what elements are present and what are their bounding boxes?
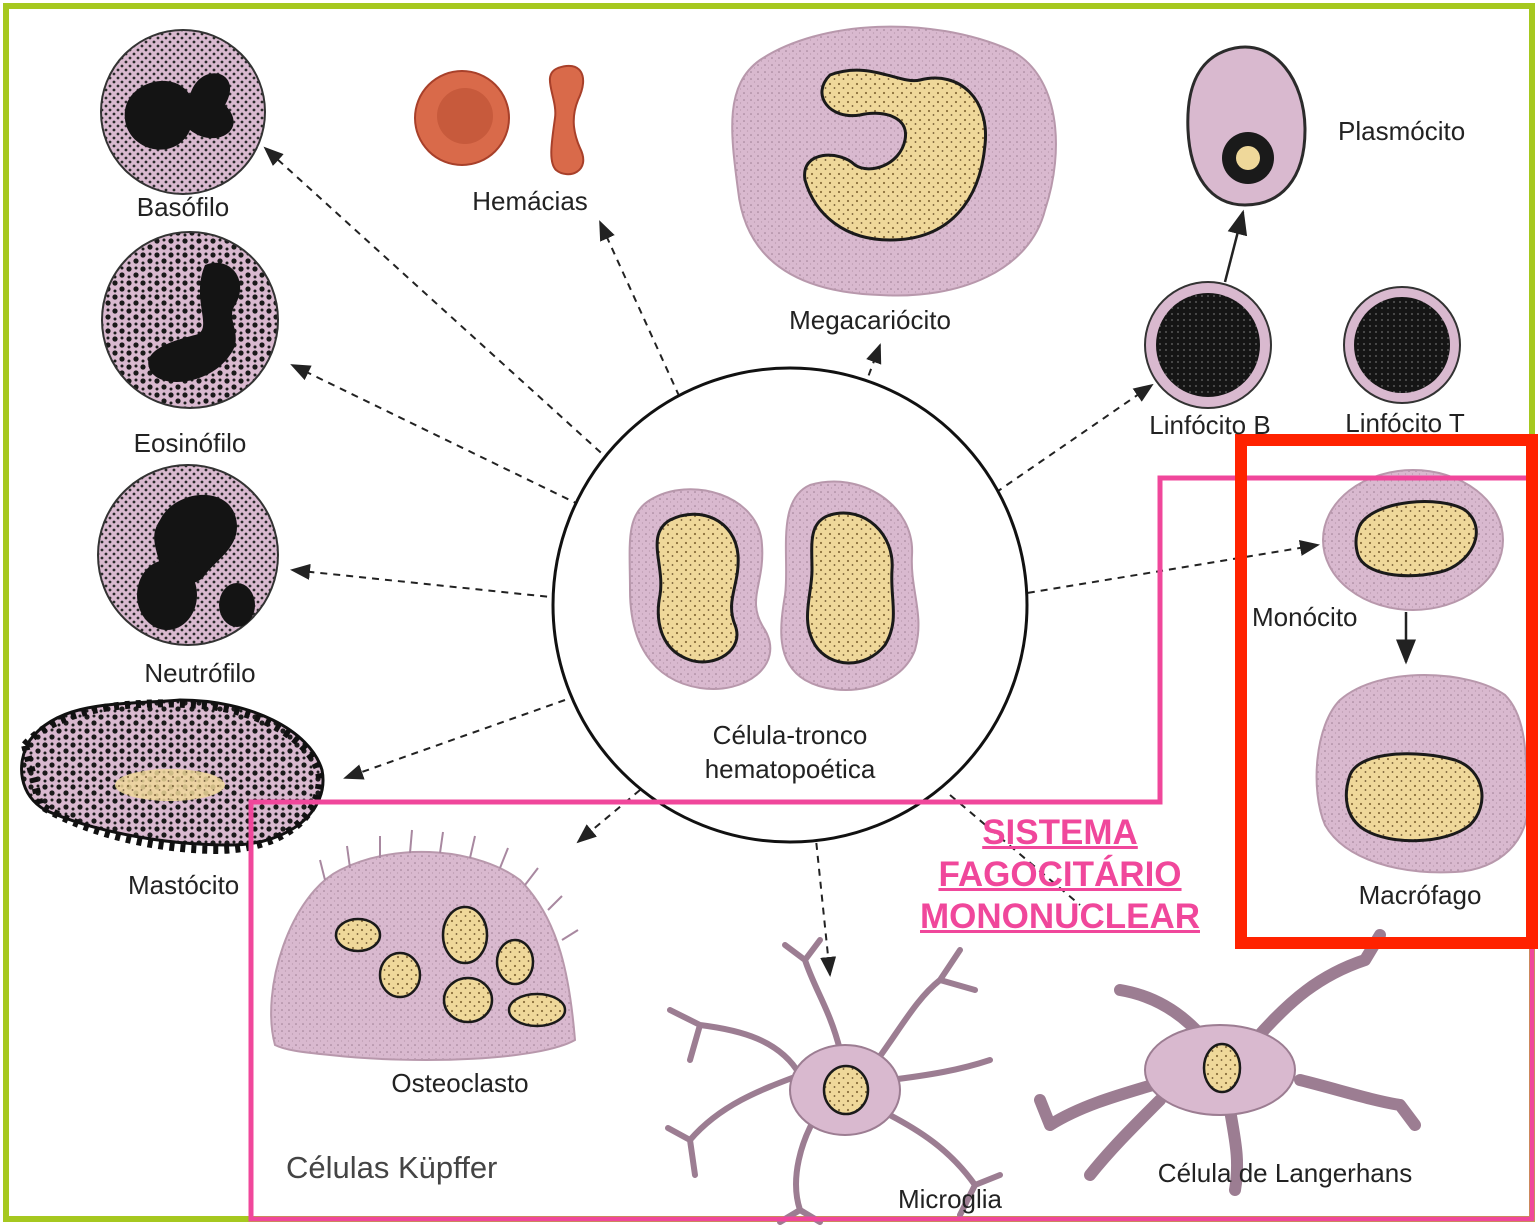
label-monocito: Monócito (1252, 602, 1358, 633)
sfm-title-line1: SISTEMA (920, 812, 1200, 854)
microglia-cell (668, 940, 1000, 1222)
label-linfocito-t: Linfócito T (1345, 408, 1464, 439)
linfocito-t-cell (1344, 287, 1460, 403)
sfm-title: SISTEMA FAGOCITÁRIO MONONUCLEAR (920, 812, 1200, 938)
label-langerhans: Célula de Langerhans (1158, 1158, 1412, 1189)
label-microglia: Microglia (898, 1184, 1002, 1215)
label-linfocito-b: Linfócito B (1149, 410, 1270, 441)
linfocito-b-cell (1145, 282, 1271, 408)
arrow-to-osteoclasto (578, 790, 640, 842)
arrow-to-mastocito (345, 700, 565, 778)
label-hemacias: Hemácias (472, 186, 588, 217)
arrow-to-hemacias (600, 222, 690, 420)
label-plasmocito: Plasmócito (1338, 116, 1465, 147)
macrofago-cell (1317, 675, 1529, 872)
basofilo-cell (101, 30, 265, 194)
label-stem-cell: Célula-tronco hematopoética (705, 718, 876, 786)
stem-cell-line1: Célula-tronco (705, 718, 876, 752)
osteoclasto-cell (271, 830, 578, 1060)
label-megacariocito: Megacariócito (789, 305, 951, 336)
eosinofilo-cell (102, 232, 278, 408)
mastocito-cell (22, 700, 323, 850)
plasmocito-cell (1188, 47, 1305, 205)
megacariocito-cell (732, 27, 1056, 296)
langerhans-cell (1040, 935, 1415, 1190)
label-macrofago: Macrófago (1359, 880, 1482, 911)
label-osteoclasto: Osteoclasto (391, 1068, 528, 1099)
monocito-cell (1323, 470, 1503, 610)
arrow-to-neutrofilo (292, 570, 560, 598)
arrow-to-eosinofilo (292, 365, 580, 505)
hemacias-cells (415, 66, 583, 174)
label-kupffer: Células Küpffer (286, 1150, 497, 1186)
label-mastocito: Mastócito (128, 870, 239, 901)
sfm-title-line2: FAGOCITÁRIO (920, 854, 1200, 896)
label-neutrofilo: Neutrófilo (144, 658, 255, 689)
arrow-to-linfocito-b (985, 385, 1152, 500)
arrow-b-to-plasmocito (1225, 212, 1243, 282)
stem-cell-line2: hematopoética (705, 752, 876, 786)
arrow-to-microglia (815, 830, 830, 975)
neutrofilo-cell (98, 465, 278, 645)
label-basofilo: Basófilo (137, 192, 230, 223)
sfm-title-line3: MONONUCLEAR (920, 896, 1200, 938)
arrow-to-monocito (1015, 545, 1318, 595)
label-eosinofilo: Eosinófilo (134, 428, 247, 459)
